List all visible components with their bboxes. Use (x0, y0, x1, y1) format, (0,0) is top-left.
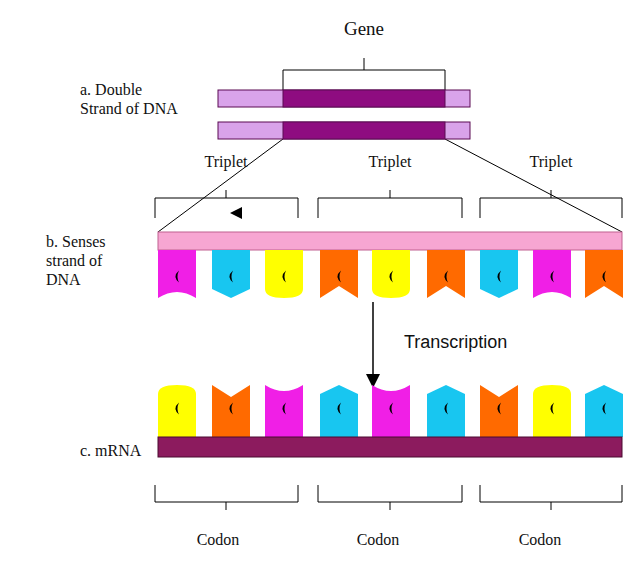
dna-double-strand (218, 90, 470, 139)
mrna-bases (158, 385, 623, 437)
nucleotide-base (212, 385, 250, 437)
nucleotide-base (265, 250, 303, 298)
strand-label: a. Double Strand of DNA (80, 80, 178, 118)
mrna-backbone (158, 437, 622, 457)
direction-triangle (230, 207, 242, 219)
nucleotide-base (265, 385, 303, 437)
brackets (155, 58, 622, 510)
gene-label: Gene (304, 18, 424, 41)
codon-label: Codon (318, 530, 438, 549)
triplet-label: Triplet (491, 152, 611, 171)
nucleotide-base (427, 250, 465, 298)
nucleotide-base (480, 385, 518, 437)
nucleotide-base (533, 385, 571, 437)
nucleotide-base (427, 385, 465, 437)
nucleotide-base (533, 250, 571, 298)
strand-label: c. mRNA (80, 441, 160, 460)
triplet-label: Triplet (330, 152, 450, 171)
codon-label: Codon (158, 530, 278, 549)
nucleotide-base (585, 250, 623, 298)
codon-label: Codon (480, 530, 600, 549)
nucleotide-base (320, 385, 358, 437)
strand-label: b. Senses strand of DNA (46, 232, 118, 290)
nucleotide-base (212, 250, 250, 298)
nucleotide-base (585, 385, 623, 437)
nucleotide-base (372, 385, 410, 437)
transcription-arrow (366, 302, 380, 388)
nucleotide-base (320, 250, 358, 298)
sense-strand-backbone (158, 232, 622, 250)
process-label: Transcription (404, 332, 554, 354)
dna-bases (158, 250, 623, 298)
nucleotide-base (158, 385, 196, 437)
nucleotide-base (158, 250, 196, 298)
nucleotide-base (372, 250, 410, 298)
nucleotide-base (480, 250, 518, 298)
triplet-label: Triplet (166, 152, 286, 171)
